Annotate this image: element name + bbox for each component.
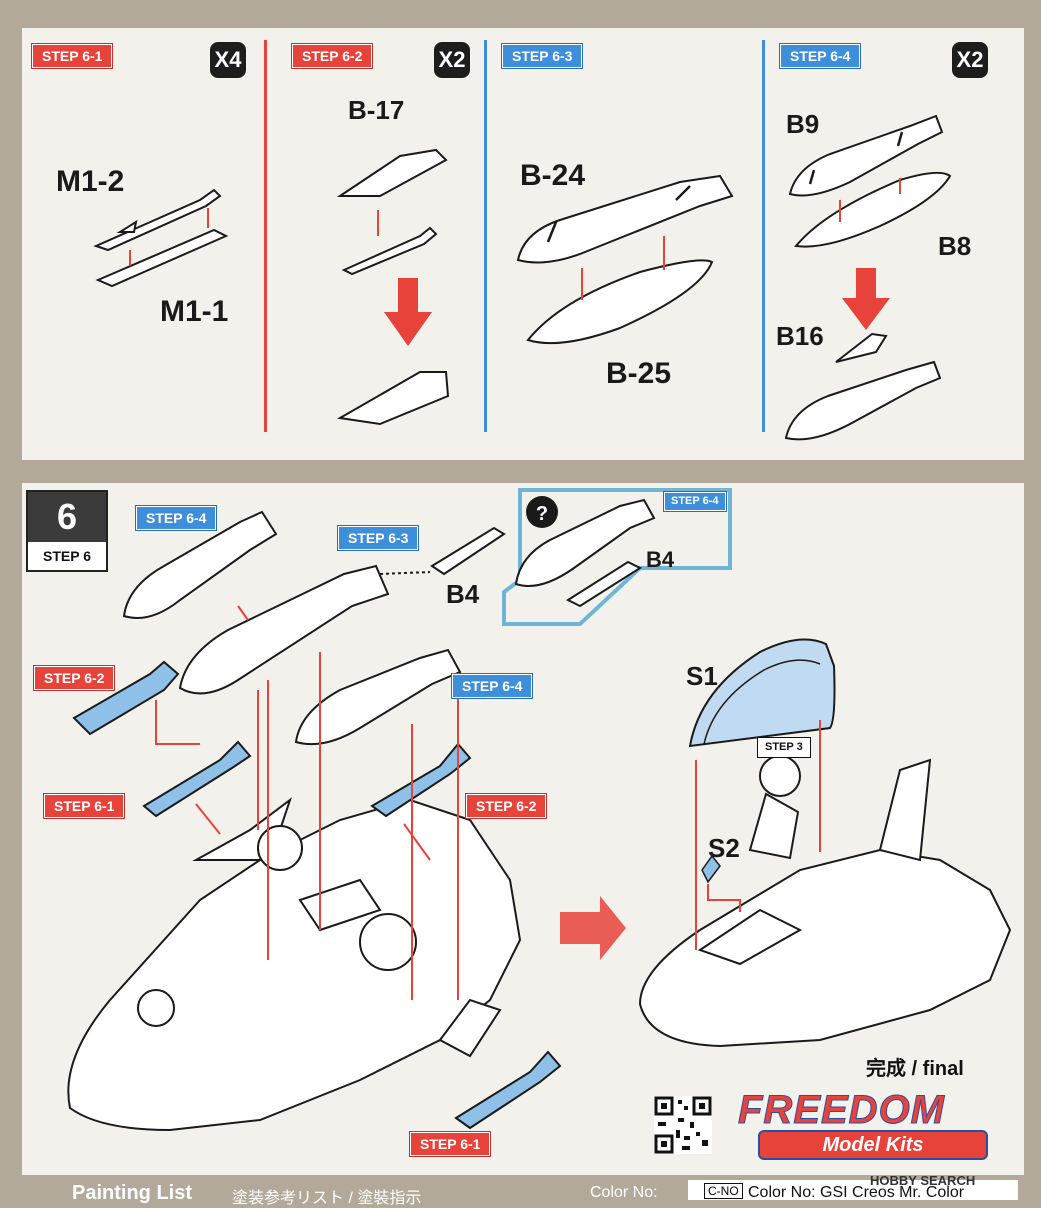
part-label-m1-1: M1-1 bbox=[160, 295, 229, 328]
step-6-3-callout: STEP 6-3 bbox=[338, 526, 419, 550]
part-label-m1-2: M1-2 bbox=[56, 165, 125, 198]
part-label-b4-callout: B4 bbox=[646, 547, 675, 572]
callout-box bbox=[502, 488, 732, 626]
step-3-callout: STEP 3 bbox=[758, 738, 810, 757]
step-6-1-callout: STEP 6-1 bbox=[44, 794, 125, 818]
part-label-b-17: B-17 bbox=[348, 95, 405, 125]
gsi-color-label: Color No: GSI Creos Mr. Color bbox=[748, 1184, 965, 1201]
logo-freedom-text: FREEDOM bbox=[738, 1088, 945, 1133]
part-label-b8: B8 bbox=[938, 231, 972, 261]
freedom-logo: FREEDOM Model Kits bbox=[738, 1088, 1008, 1160]
part-label-s1: S1 bbox=[686, 661, 718, 691]
red-down-arrow bbox=[384, 278, 432, 346]
qr-code[interactable] bbox=[654, 1096, 712, 1154]
part-label-b-24: B-24 bbox=[520, 159, 586, 192]
direction-arrow bbox=[560, 896, 626, 960]
step-6-2-callout: STEP 6-2 bbox=[466, 794, 547, 818]
painting-list-title: Painting List bbox=[72, 1182, 192, 1204]
color-box bbox=[688, 1180, 1018, 1200]
step-6-2-callout: STEP 6-2 bbox=[34, 666, 115, 690]
red-down-arrow bbox=[842, 268, 890, 330]
question-mark: ? bbox=[535, 503, 549, 525]
step-6-4-callout: STEP 6-4 bbox=[452, 674, 533, 698]
watermark: HOBBY SEARCH bbox=[870, 1173, 976, 1188]
main-assembly-illustration bbox=[67, 488, 1012, 1132]
step-6-1-callout: STEP 6-1 bbox=[410, 1132, 491, 1156]
step-6-2-tag: STEP 6-2 bbox=[292, 44, 373, 68]
question-icon bbox=[526, 496, 558, 528]
multiplier-x2-badge: X2 bbox=[434, 42, 470, 78]
multiplier-x2-badge: X2 bbox=[952, 42, 988, 78]
part-label-b4: B4 bbox=[446, 579, 480, 609]
step-6-4-tag: STEP 6-4 bbox=[780, 44, 861, 68]
step-6-4-box-callout: STEP 6-4 bbox=[664, 492, 726, 511]
footer-bar: Painting List 塗装参考リスト / 塗裝指示 Color No: C… bbox=[0, 1178, 1041, 1207]
section-divider bbox=[484, 40, 487, 432]
part-label-b9: B9 bbox=[786, 109, 820, 139]
step-6-4-callout: STEP 6-4 bbox=[136, 506, 217, 530]
multiplier-x4-badge: X4 bbox=[210, 42, 246, 78]
final-label: 完成 / final bbox=[866, 1058, 964, 1080]
step-number-box: 6 STEP 6 bbox=[26, 490, 108, 572]
step-number: 6 bbox=[28, 492, 106, 542]
top-parts-illustration bbox=[93, 114, 952, 441]
part-label-s2: S2 bbox=[708, 833, 740, 863]
qr-code-icon bbox=[654, 1096, 712, 1154]
section-divider bbox=[264, 40, 267, 432]
part-label-b16: B16 bbox=[776, 321, 824, 351]
cno-tag: C-NO bbox=[704, 1183, 743, 1199]
blue-missiles bbox=[72, 660, 562, 1130]
section-divider bbox=[762, 40, 765, 432]
canopy-s1 bbox=[688, 638, 836, 748]
logo-model-kits: Model Kits bbox=[758, 1130, 988, 1160]
part-label-b-25: B-25 bbox=[606, 357, 672, 390]
part-s2 bbox=[701, 854, 721, 884]
step-number-label: STEP 6 bbox=[43, 548, 91, 564]
color-no-label: Color No: bbox=[590, 1184, 658, 1201]
step-6-3-tag: STEP 6-3 bbox=[502, 44, 583, 68]
step-6-1-tag: STEP 6-1 bbox=[32, 44, 113, 68]
painting-list-jp: 塗装参考リスト / 塗裝指示 bbox=[232, 1190, 422, 1207]
